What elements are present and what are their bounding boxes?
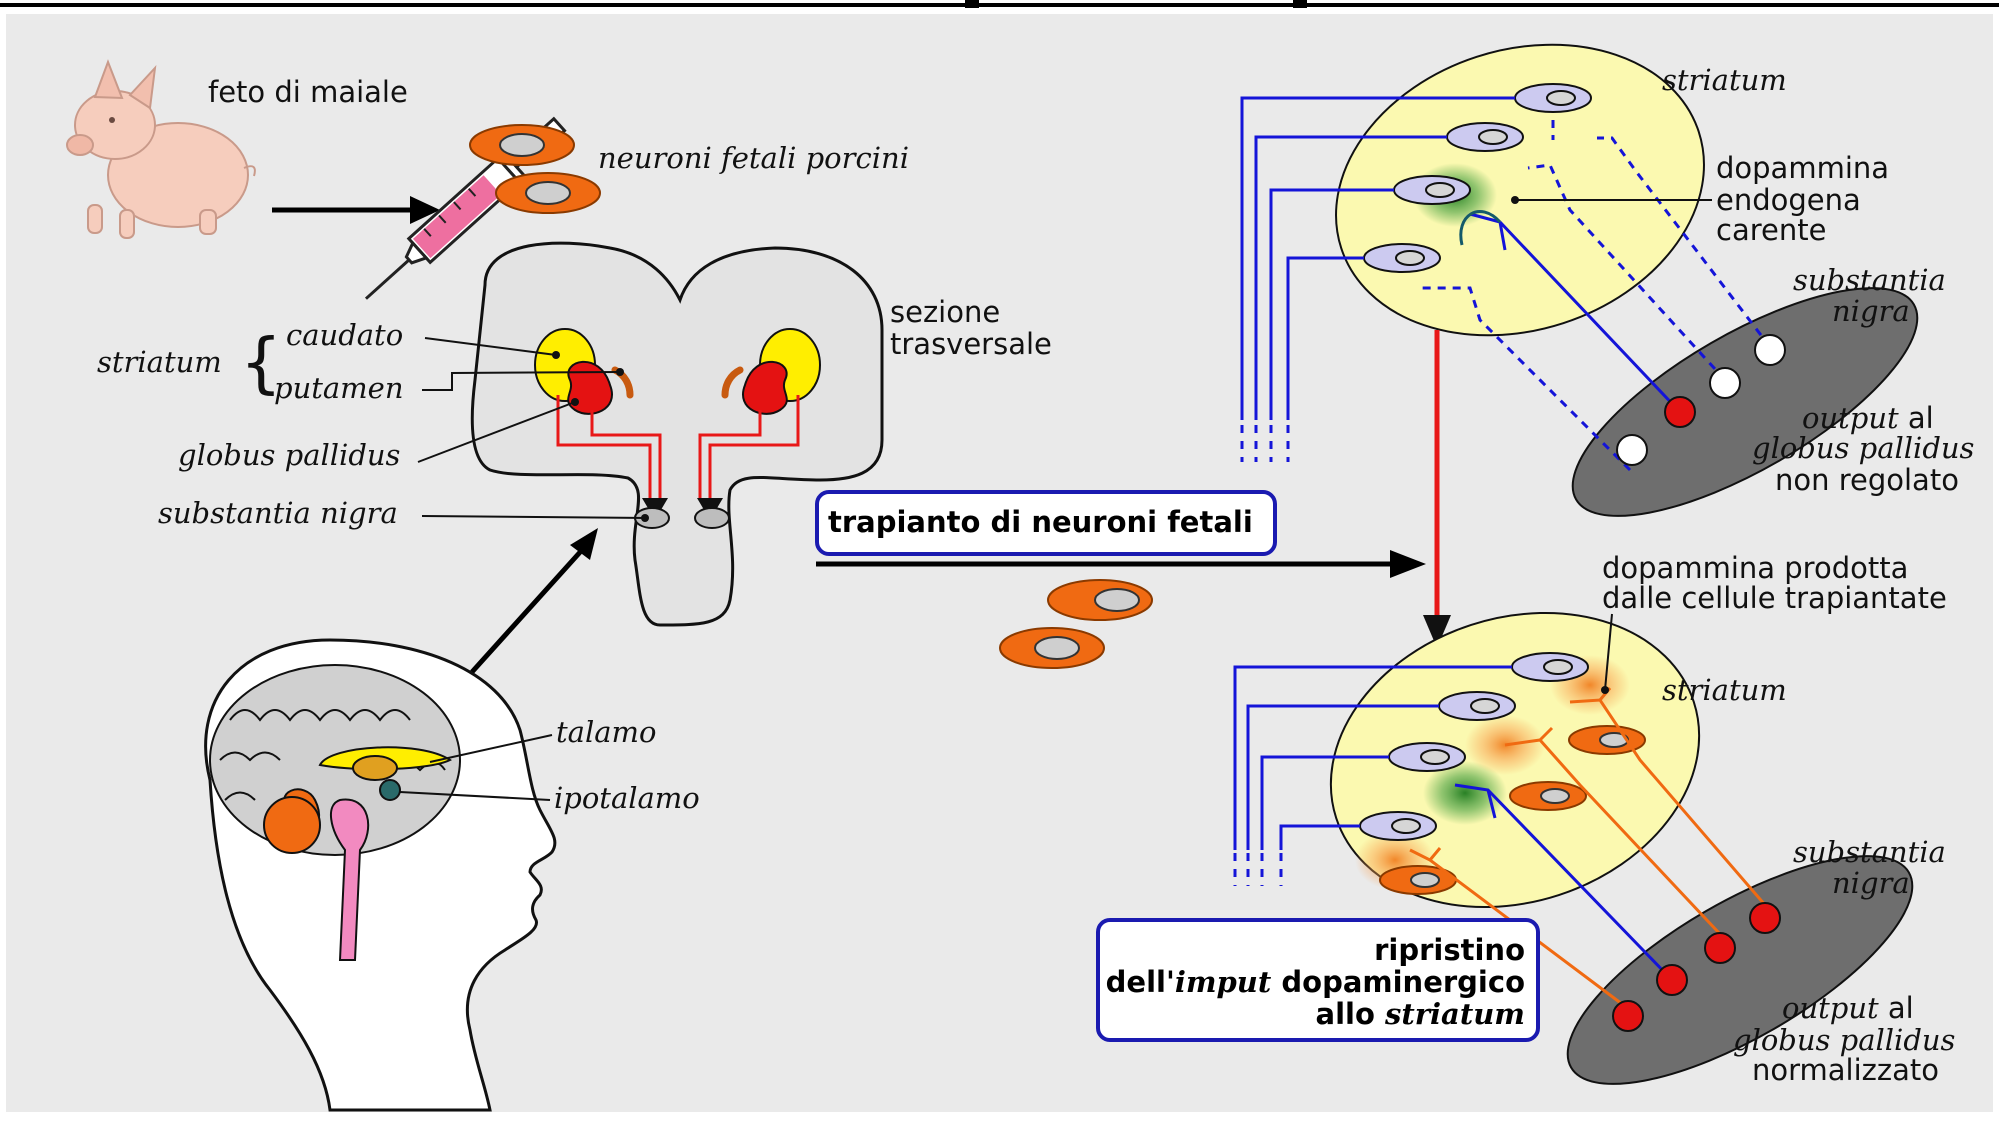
output-bottom-label-3: normalizzato — [1752, 1053, 1939, 1087]
restore-label-3: allo striatum — [1316, 997, 1525, 1031]
output-bottom-label-2: globus pallidus — [1733, 1023, 1955, 1057]
substantia-nigra-label: substantia nigra — [158, 496, 398, 530]
globus-pallidus-label: globus pallidus — [178, 438, 400, 472]
title-fragment — [965, 0, 979, 8]
output-top-label-3: non regolato — [1775, 463, 1959, 497]
title-fragment — [1293, 0, 1307, 8]
sn-bottom-label-1: substantia — [1793, 835, 1946, 869]
fetal-neuron-mid-1 — [1048, 580, 1152, 620]
pig-label: feto di maiale — [208, 75, 408, 109]
putamen-label: putamen — [274, 371, 404, 405]
porcine-neuron-1 — [470, 125, 574, 165]
sn-top-label-2: nigra — [1832, 294, 1910, 328]
sn-bottom-label-2: nigra — [1832, 866, 1910, 900]
dopamine-produced-label-2: dalle cellule trapiantate — [1602, 581, 1947, 615]
output-top-label-2: globus pallidus — [1752, 431, 1974, 465]
striatum-top-label: striatum — [1662, 63, 1787, 97]
porcine-neuron-2 — [496, 173, 600, 213]
talamo-label: talamo — [556, 715, 656, 749]
dopamine-produced-label-1: dopammina prodotta — [1602, 551, 1908, 585]
cross-section-label-2: trasversale — [890, 327, 1052, 361]
transplant-box-label: trapianto di neuroni fetali — [828, 505, 1253, 539]
fetal-neuron-mid-2 — [1000, 628, 1104, 668]
caudato-label: caudato — [286, 318, 403, 352]
dopamine-deficient-label-3: carente — [1716, 213, 1826, 247]
ipotalamo-label: ipotalamo — [554, 781, 700, 815]
porcine-neurons-label: neuroni fetali porcini — [598, 141, 909, 175]
striatum-bracket-label: striatum — [97, 345, 222, 379]
dopamine-deficient-label-2: endogena — [1716, 183, 1861, 217]
right-substantia-nigra — [695, 508, 729, 528]
restore-label-1: ripristino — [1374, 933, 1525, 967]
striatum-bottom-label: striatum — [1662, 673, 1787, 707]
cross-section-label-1: sezione — [890, 295, 1000, 329]
output-bottom-label-1: output al — [1782, 991, 1914, 1025]
dopamine-deficient-label-1: dopammina — [1716, 151, 1889, 185]
output-top-label-1: output al — [1802, 401, 1934, 435]
sn-top-label-1: substantia — [1793, 263, 1946, 297]
restore-label-2: dell'imput dopaminergico — [1106, 965, 1525, 999]
